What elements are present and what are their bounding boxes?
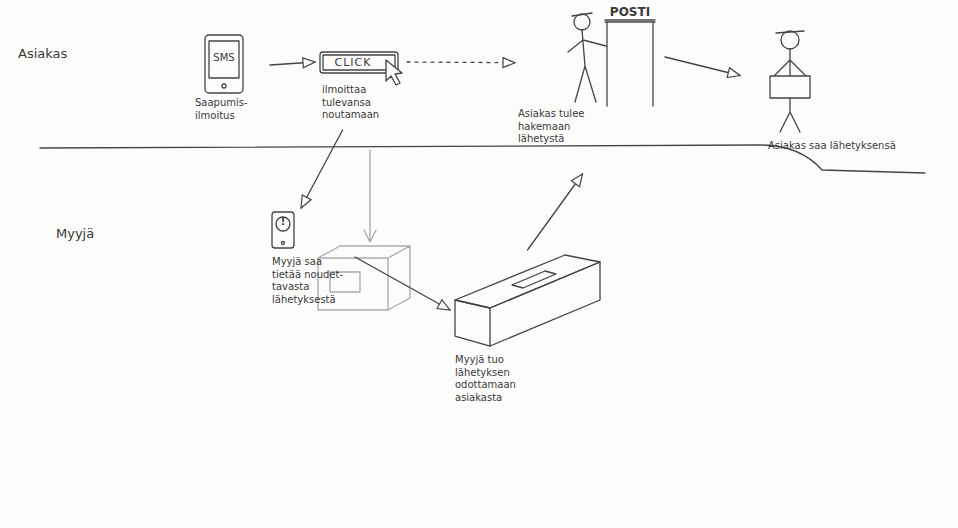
step-caption: Asiakas tulee hakemaan lähetystä: [518, 108, 600, 146]
phone-icon: [272, 212, 294, 248]
sms-step: SMS Saapumis- ilmoitus: [190, 30, 270, 130]
parcel-box: [512, 271, 556, 288]
dotted-arrow: [407, 61, 515, 63]
stick-figure-with-parcel: [770, 31, 810, 132]
step-caption: Myyjä saa tietää noudet- tavasta lähetyk…: [272, 256, 354, 306]
lane-label: Myyjä: [56, 226, 94, 241]
phone-screen-text: SMS: [209, 52, 239, 65]
stick-figure: [574, 14, 590, 30]
crossed-out-sketch: [364, 150, 376, 242]
phone-icon: [282, 242, 285, 245]
step-caption: Asiakas saa lähetyksensä: [768, 140, 923, 153]
step-caption: Saapumis- ilmoitus: [195, 97, 267, 122]
stick-figure-with-parcel: [781, 31, 799, 49]
phone-icon: [222, 84, 226, 88]
parcel-box: [455, 300, 490, 346]
pickup-step: Asiakas saa lähetyksensä: [740, 20, 925, 170]
click-button: [320, 52, 402, 85]
parcel-step: Myyjä tuo lähetyksen odottamaan asiakast…: [450, 250, 605, 450]
flow-arrow: [528, 174, 583, 250]
post-office-step: POSTI Asiakas tulee hakemaan lähetystä: [515, 2, 665, 174]
step-caption: ilmoittaa tulevansa noutamaan: [322, 84, 404, 122]
phone-icon: [209, 41, 239, 78]
click-step: CLICK ilmoittaa tulevansa noutamaan: [315, 45, 407, 130]
click-button: [386, 60, 402, 85]
post-office-door: [605, 19, 655, 20]
lane-label: Asiakas: [18, 46, 67, 61]
flow-arrow: [301, 130, 343, 208]
parcel-box: [455, 255, 600, 346]
flow-arrow: [665, 57, 740, 76]
post-office-door: [605, 20, 655, 106]
phone-icon: [205, 35, 243, 93]
crossed-out-sketch: [318, 150, 410, 310]
step-caption: Myyjä tuo lähetyksen odottamaan asiakast…: [455, 354, 550, 404]
phone-icon: [205, 35, 243, 93]
sign-text: POSTI: [605, 5, 655, 20]
flow-arrow: [270, 62, 315, 65]
phone-icon: [272, 212, 294, 248]
seller-notice-step: ! Myyjä saa tietää noudet- tavasta lähety…: [265, 208, 355, 348]
parcel-box: [455, 255, 600, 308]
stick-figure-with-parcel: [770, 76, 810, 98]
parcel-box: [490, 262, 600, 346]
stick-figure: [568, 13, 606, 102]
alert-symbol: !: [272, 216, 294, 229]
button-text: CLICK: [323, 56, 383, 70]
stick-figure: [568, 13, 606, 102]
flow-arrow: [355, 257, 450, 310]
post-office-door: [605, 22, 655, 106]
click-button: [323, 55, 395, 70]
